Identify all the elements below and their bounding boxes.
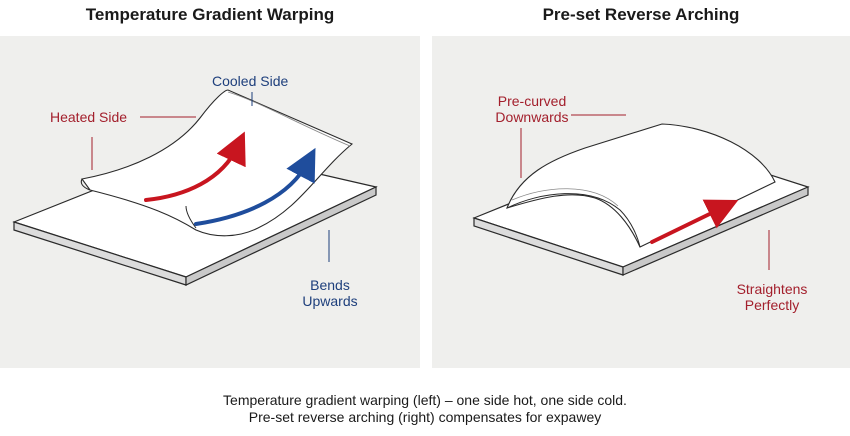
bends-upwards-line1: Bends (310, 277, 350, 293)
cooled-side-label: Cooled Side (212, 73, 289, 89)
heated-arrow (144, 131, 246, 202)
cooled-arrow (194, 147, 316, 226)
left-panel-title: Temperature Gradient Warping (85, 5, 335, 24)
heated-side-label: Heated Side (50, 109, 128, 125)
caption-line2: Pre-set reverse arching (right) compensa… (248, 409, 602, 425)
precurved-downwards-label: Pre-curved Downwards (478, 93, 586, 125)
caption-line1: Temperature gradient warping (left) – on… (223, 392, 627, 408)
straightens-line2: Perfectly (744, 297, 800, 313)
right-arched-sheet (506, 123, 776, 248)
straighten-arrow (650, 199, 739, 244)
straightens-line1: Straightens (736, 281, 808, 297)
precurved-line1: Pre-curved (497, 93, 567, 109)
straightens-perfectly-label: Straightens Perfectly (732, 281, 812, 313)
figure-caption: Temperature gradient warping (left) – on… (0, 392, 850, 426)
right-panel-title: Pre-set Reverse Arching (542, 5, 740, 24)
bends-upwards-line2: Upwards (302, 293, 358, 309)
precurved-line2: Downwards (495, 109, 569, 125)
bends-upwards-label: Bends Upwards (300, 277, 360, 309)
